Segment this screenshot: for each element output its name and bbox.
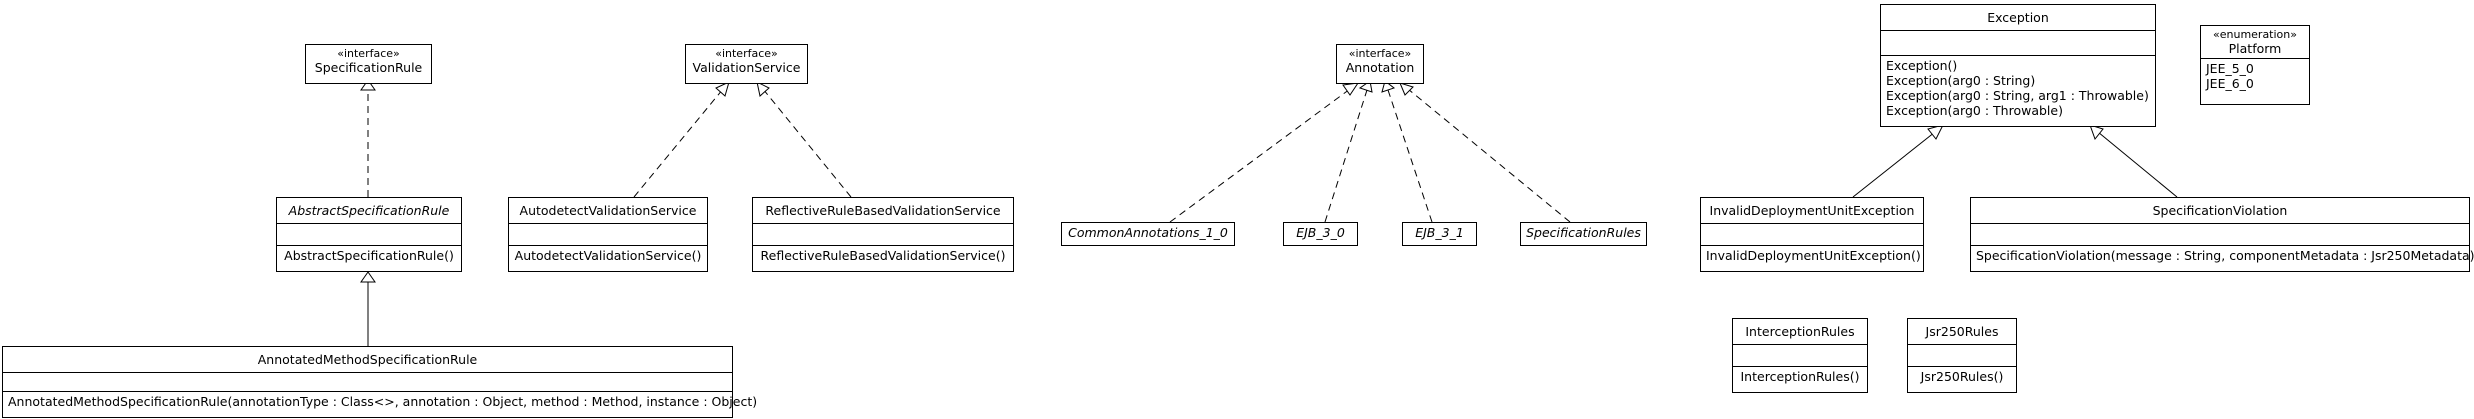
attributes-compartment: [753, 223, 1013, 245]
attributes-compartment: [1733, 344, 1867, 366]
operation: Jsr250Rules(): [1920, 369, 2004, 384]
operations-compartment: Jsr250Rules(): [1908, 366, 2016, 386]
operation: AbstractSpecificationRule(): [284, 248, 454, 263]
operations-compartment: Exception() Exception(arg0 : String) Exc…: [1881, 55, 2155, 120]
class-exception[interactable]: Exception Exception() Exception(arg0 : S…: [1880, 4, 2156, 127]
attributes-compartment: [509, 223, 707, 245]
class-specification-violation[interactable]: SpecificationViolation SpecificationViol…: [1970, 197, 2474, 272]
operation: Exception(arg0 : String): [1886, 73, 2036, 88]
attributes-compartment: [1701, 223, 1923, 245]
operation: Exception(arg0 : String, arg1 : Throwabl…: [1886, 88, 2149, 103]
realization-edge: [762, 88, 852, 198]
class-header: «enumeration» Platform: [2201, 26, 2309, 58]
attributes-compartment: [1881, 30, 2155, 55]
class-header: «interface» SpecificationRule: [306, 45, 431, 77]
class-validation-service[interactable]: «interface» ValidationService: [685, 44, 808, 84]
operations-compartment: AnnotatedMethodSpecificationRule(annotat…: [3, 391, 758, 411]
operation: AutodetectValidationService(): [514, 248, 702, 263]
class-abstract-specification-rule[interactable]: AbstractSpecificationRule AbstractSpecif…: [276, 197, 462, 272]
operations-compartment: InterceptionRules(): [1733, 366, 1867, 386]
class-name: EJB_3_1: [1415, 225, 1464, 240]
stereotype-label: «interface»: [337, 47, 400, 60]
attributes-compartment: [1908, 344, 2016, 366]
class-name: EJB_3_0: [1296, 225, 1345, 240]
class-reflective-rule-based-validation-service[interactable]: ReflectiveRuleBasedValidationService Ref…: [752, 197, 1014, 272]
stereotype-label: «enumeration»: [2213, 28, 2297, 41]
class-name: InvalidDeploymentUnitException: [1709, 203, 1915, 218]
class-invalid-deployment-unit-exception[interactable]: InvalidDeploymentUnitException InvalidDe…: [1700, 197, 1924, 272]
operations-compartment: ReflectiveRuleBasedValidationService(): [753, 245, 1013, 265]
stereotype-label: «interface»: [715, 47, 778, 60]
operations-compartment: AutodetectValidationService(): [509, 245, 707, 265]
operation: InvalidDeploymentUnitException(): [1706, 248, 1921, 263]
operations-compartment: InvalidDeploymentUnitException(): [1701, 245, 1923, 265]
arrowhead: [360, 271, 376, 283]
operation: InterceptionRules(): [1740, 369, 1860, 384]
arrowhead: [1399, 82, 1414, 96]
realization-edge: [633, 88, 724, 198]
class-name: AutodetectValidationService: [519, 203, 697, 218]
realization-edge: [1387, 89, 1433, 223]
arrowhead: [756, 81, 770, 97]
class-header: «interface» Annotation: [1337, 45, 1423, 77]
operation: ReflectiveRuleBasedValidationService(): [760, 248, 1006, 263]
generalization-edge: [1852, 131, 1936, 198]
class-name: SpecificationViolation: [2152, 203, 2288, 218]
class-annotated-method-specification-rule[interactable]: AnnotatedMethodSpecificationRule Annotat…: [2, 346, 758, 418]
class-platform[interactable]: «enumeration» Platform JEE_5_0 JEE_6_0: [2200, 25, 2310, 105]
attributes-compartment: [277, 223, 461, 245]
class-name: Annotation: [1345, 60, 1415, 75]
class-annotation[interactable]: «interface» Annotation: [1336, 44, 1424, 84]
literals-compartment: JEE_5_0 JEE_6_0: [2201, 58, 2309, 93]
arrowhead: [360, 79, 376, 91]
class-name: InterceptionRules: [1745, 324, 1855, 339]
enum-literal: JEE_6_0: [2206, 76, 2254, 91]
class-name: AnnotatedMethodSpecificationRule: [257, 352, 478, 367]
class-name: CommonAnnotations_1_0: [1068, 225, 1228, 240]
attributes-compartment: [1971, 223, 2469, 245]
class-interception-rules[interactable]: InterceptionRules InterceptionRules(): [1732, 318, 1868, 393]
operations-compartment: AbstractSpecificationRule(): [277, 245, 461, 265]
class-specification-rules[interactable]: SpecificationRules: [1520, 222, 1647, 246]
class-ejb-3-0[interactable]: EJB_3_0: [1283, 222, 1358, 246]
class-name: Exception: [1987, 10, 2049, 25]
realization-edge: [1169, 88, 1351, 223]
attributes-compartment: [3, 372, 732, 391]
class-name: Jsr250Rules: [1925, 324, 1999, 339]
enum-literal: JEE_5_0: [2206, 61, 2254, 76]
class-name: Platform: [2228, 41, 2282, 56]
operation: Exception(arg0 : Throwable): [1886, 103, 2063, 118]
class-header: «interface» ValidationService: [686, 45, 807, 77]
arrowhead: [2089, 124, 2104, 141]
realization-edge: [1324, 89, 1368, 223]
operations-compartment: SpecificationViolation(message : String,…: [1971, 245, 2474, 265]
arrowhead: [1342, 82, 1360, 96]
class-name: AbstractSpecificationRule: [288, 203, 450, 218]
class-name: ValidationService: [692, 60, 801, 75]
class-common-annotations-1-0[interactable]: CommonAnnotations_1_0: [1061, 222, 1235, 246]
class-autodetect-validation-service[interactable]: AutodetectValidationService AutodetectVa…: [508, 197, 708, 272]
operation: AnnotatedMethodSpecificationRule(annotat…: [8, 394, 758, 409]
operation: Exception(): [1886, 58, 1958, 73]
class-name: SpecificationRules: [1526, 225, 1641, 240]
class-name: ReflectiveRuleBasedValidationService: [765, 203, 1001, 218]
class-name: SpecificationRule: [314, 60, 423, 75]
class-ejb-3-1[interactable]: EJB_3_1: [1402, 222, 1477, 246]
arrowhead: [715, 81, 730, 97]
generalization-edge: [2097, 131, 2178, 198]
operation: SpecificationViolation(message : String,…: [1976, 248, 2474, 263]
arrowhead: [1927, 124, 1944, 140]
class-jsr250-rules[interactable]: Jsr250Rules Jsr250Rules(): [1907, 318, 2017, 393]
stereotype-label: «interface»: [1348, 47, 1412, 60]
realization-edge: [1407, 88, 1571, 223]
class-specification-rule[interactable]: «interface» SpecificationRule: [305, 44, 432, 84]
